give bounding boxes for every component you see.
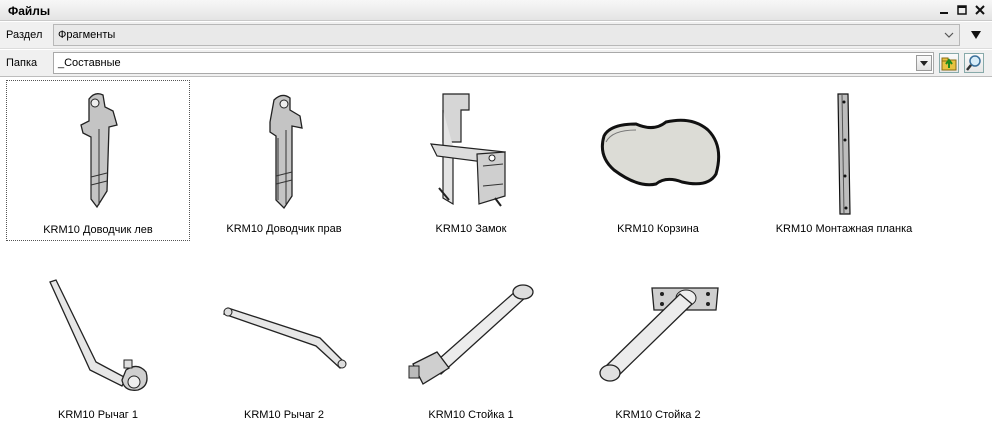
rack-2-icon	[599, 287, 719, 382]
maximize-icon[interactable]	[956, 3, 968, 17]
item-label: KRM10 Рычаг 2	[243, 409, 324, 421]
grid-item-6[interactable]: KRM10 Рычаг 1	[6, 266, 190, 421]
grid-item-3[interactable]: KRM10 Замок	[379, 80, 563, 235]
section-select[interactable]: Фрагменты	[53, 24, 960, 46]
folder-up-button[interactable]	[939, 53, 959, 73]
chevron-down-icon[interactable]	[942, 28, 956, 42]
item-label: KRM10 Замок	[435, 223, 507, 235]
window-title: Файлы	[8, 4, 51, 18]
folder-select[interactable]: _Составные	[53, 52, 934, 74]
grid-item-7[interactable]: KRM10 Рычаг 2	[192, 266, 376, 421]
mounting-strip-icon	[837, 93, 851, 215]
lock-icon	[429, 93, 506, 207]
close-icon[interactable]	[974, 3, 986, 17]
search-icon	[966, 55, 981, 71]
item-label: KRM10 Монтажная планка	[775, 223, 913, 235]
item-label: KRM10 Рычаг 1	[57, 409, 138, 421]
grid-item-9[interactable]: KRM10 Стойка 2	[566, 266, 750, 421]
rack-1-icon	[408, 284, 534, 385]
grid-item-5[interactable]: KRM10 Монтажная планка	[752, 80, 936, 235]
search-button[interactable]	[964, 53, 984, 73]
basket-icon	[600, 118, 721, 187]
folder-label: Папка	[6, 57, 38, 69]
section-row: Раздел Фрагменты	[0, 22, 992, 49]
folder-value: _Составные	[58, 57, 121, 69]
grid-item-1[interactable]: KRM10 Доводчик лев	[6, 80, 190, 241]
window-controls	[938, 3, 986, 17]
door-closer-right-icon	[269, 94, 303, 210]
lever-2-icon	[222, 307, 347, 369]
item-label: KRM10 Доводчик лев	[43, 224, 153, 236]
grid-item-8[interactable]: KRM10 Стойка 1	[379, 266, 563, 421]
item-label: KRM10 Стойка 2	[615, 409, 701, 421]
folder-up-icon	[941, 57, 957, 71]
section-value: Фрагменты	[58, 29, 116, 41]
lever-1-icon	[49, 279, 148, 391]
grid-item-2[interactable]: KRM10 Доводчик прав	[192, 80, 376, 235]
item-label: KRM10 Корзина	[617, 223, 699, 235]
minimize-icon[interactable]	[938, 3, 950, 17]
panel-menu-icon[interactable]	[970, 30, 982, 40]
section-label: Раздел	[6, 29, 43, 41]
folder-row: Папка _Составные	[0, 50, 992, 77]
title-bar: Файлы	[0, 0, 992, 21]
door-closer-left-icon	[80, 93, 118, 209]
dropdown-arrow-icon[interactable]	[916, 55, 932, 71]
item-label: KRM10 Доводчик прав	[226, 223, 342, 235]
file-grid: KRM10 Доводчик лев KRM10 Доводчик прав K…	[0, 78, 992, 442]
item-label: KRM10 Стойка 1	[428, 409, 514, 421]
grid-item-4[interactable]: KRM10 Корзина	[566, 80, 750, 235]
